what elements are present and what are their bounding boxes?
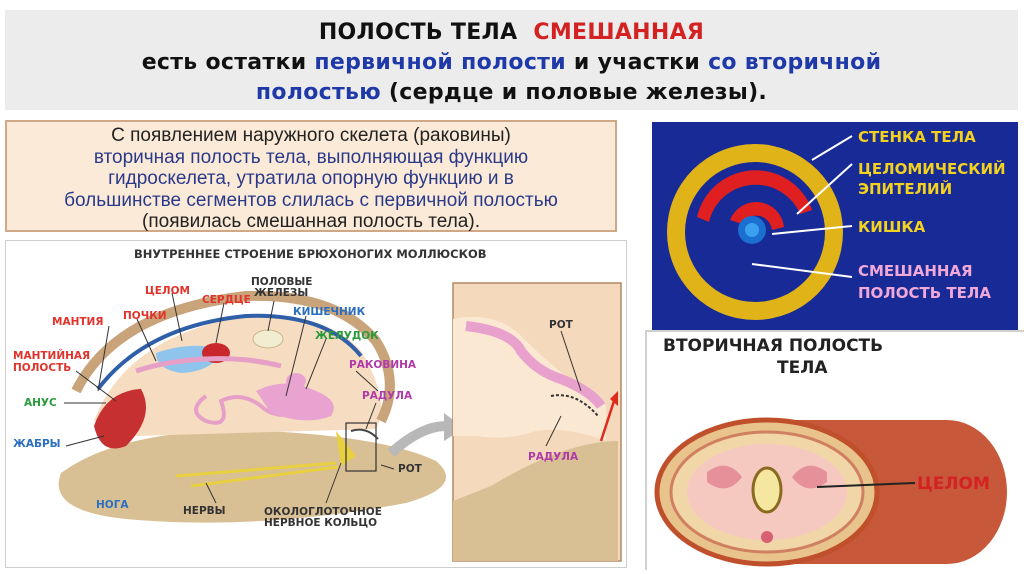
label-foot: НОГА	[96, 500, 129, 511]
explanation-line-1: С появлением наружного скелета (раковины…	[7, 125, 615, 147]
gastropod-anatomy-diagram: ВНУТРЕННЕЕ СТРОЕНИЕ БРЮХОНОГИХ МОЛЛЮСКОВ…	[5, 240, 627, 568]
label-intestine: КИШЕЧНИК	[293, 307, 365, 318]
title-text-3b: (сердце и половые железы).	[389, 80, 767, 105]
title-line-2: есть остатки первичной полости и участки…	[5, 48, 1018, 78]
worm-nerve-cord	[761, 531, 773, 543]
gills-shape	[94, 389, 146, 449]
worm-cross-section	[647, 332, 1024, 570]
label-mantle: МАНТИЯ	[52, 317, 103, 328]
title-highlight: СМЕШАННАЯ	[533, 20, 704, 45]
label-stomach: ЖЕЛУДОК	[315, 331, 379, 342]
worm-title-2: ТЕЛА	[777, 358, 828, 378]
mixed-cavity-panel: СТЕНКА ТЕЛА ЦЕЛОМИЧЕСКИЙ ЭПИТЕЛИЙ КИШКА …	[652, 122, 1018, 330]
label-mixed-1: СМЕШАННАЯ	[858, 262, 973, 280]
label-nerves: НЕРВЫ	[183, 506, 226, 517]
secondary-cavity-panel: ВТОРИЧНАЯ ПОЛОСТЬ ТЕЛА ЦЕЛОМ	[645, 330, 1024, 570]
label-gills: ЖАБРЫ	[13, 439, 61, 450]
label-mantle-cavity-2: ПОЛОСТЬ	[13, 363, 71, 374]
title-text-2a: есть остатки	[142, 50, 307, 75]
title-text-3a: полостью	[256, 80, 381, 105]
title-text-2c: и участки	[574, 50, 700, 75]
label-shell: РАКОВИНА	[349, 360, 416, 371]
label-anus: АНУС	[24, 398, 57, 409]
title-text: ПОЛОСТЬ ТЕЛА	[319, 20, 518, 45]
explanation-box: С появлением наружного скелета (раковины…	[5, 120, 617, 232]
worm-gut	[753, 468, 781, 512]
gastropod-title: ВНУТРЕННЕЕ СТРОЕНИЕ БРЮХОНОГИХ МОЛЛЮСКОВ	[134, 249, 487, 260]
label-ring-2: НЕРВНОЕ КОЛЬЦО	[264, 518, 377, 529]
title-line-3: полостью (сердце и половые железы).	[5, 78, 1018, 108]
title-secondary-cavity: со вторичной	[708, 50, 881, 75]
worm-label-celom: ЦЕЛОМ	[917, 474, 990, 494]
label-epithelium-2: ЭПИТЕЛИЙ	[858, 180, 952, 198]
leader-gills	[66, 436, 104, 446]
label-mantle-cavity-1: МАНТИЙНАЯ	[13, 351, 90, 362]
explanation-line-3: гидроскелета, утратила опорную функцию и…	[7, 168, 615, 190]
label-gut: КИШКА	[858, 218, 925, 236]
stomach-lobe	[286, 373, 306, 389]
title-primary-cavity: первичной полости	[314, 50, 566, 75]
explanation-line-2: вторичная полость тела, выполняющая функ…	[7, 147, 615, 169]
title-banner: ПОЛОСТЬ ТЕЛА СМЕШАННАЯ есть остатки перв…	[5, 10, 1018, 110]
label-gonads-2: ЖЕЛЕЗЫ	[254, 288, 308, 299]
label-celom: ЦЕЛОМ	[145, 286, 190, 297]
gonads-shape	[253, 330, 283, 348]
label-mouth: РОТ	[398, 464, 422, 475]
label-epithelium-1: ЦЕЛОМИЧЕСКИЙ	[858, 160, 1006, 178]
leader-body-wall	[812, 136, 852, 160]
label-mixed-2: ПОЛОСТЬ ТЕЛА	[858, 284, 991, 302]
label-kidneys: ПОЧКИ	[123, 311, 167, 322]
label-inset-radula: РАДУЛА	[528, 452, 578, 463]
zoom-arrow	[391, 426, 446, 453]
label-body-wall: СТЕНКА ТЕЛА	[858, 128, 976, 146]
radula-line	[351, 430, 378, 439]
title-line-1: ПОЛОСТЬ ТЕЛА СМЕШАННАЯ	[5, 18, 1018, 48]
worm-title-1: ВТОРИЧНАЯ ПОЛОСТЬ	[663, 336, 883, 356]
label-inset-mouth: РОТ	[549, 320, 573, 331]
explanation-line-5: (появилась смешанная полость тела).	[7, 211, 615, 233]
explanation-line-4: большинстве сегментов слилась с первично…	[7, 190, 615, 212]
label-heart: СЕРДЦЕ	[202, 295, 251, 306]
label-radula: РАДУЛА	[362, 391, 412, 402]
gut-lumen	[745, 223, 759, 237]
